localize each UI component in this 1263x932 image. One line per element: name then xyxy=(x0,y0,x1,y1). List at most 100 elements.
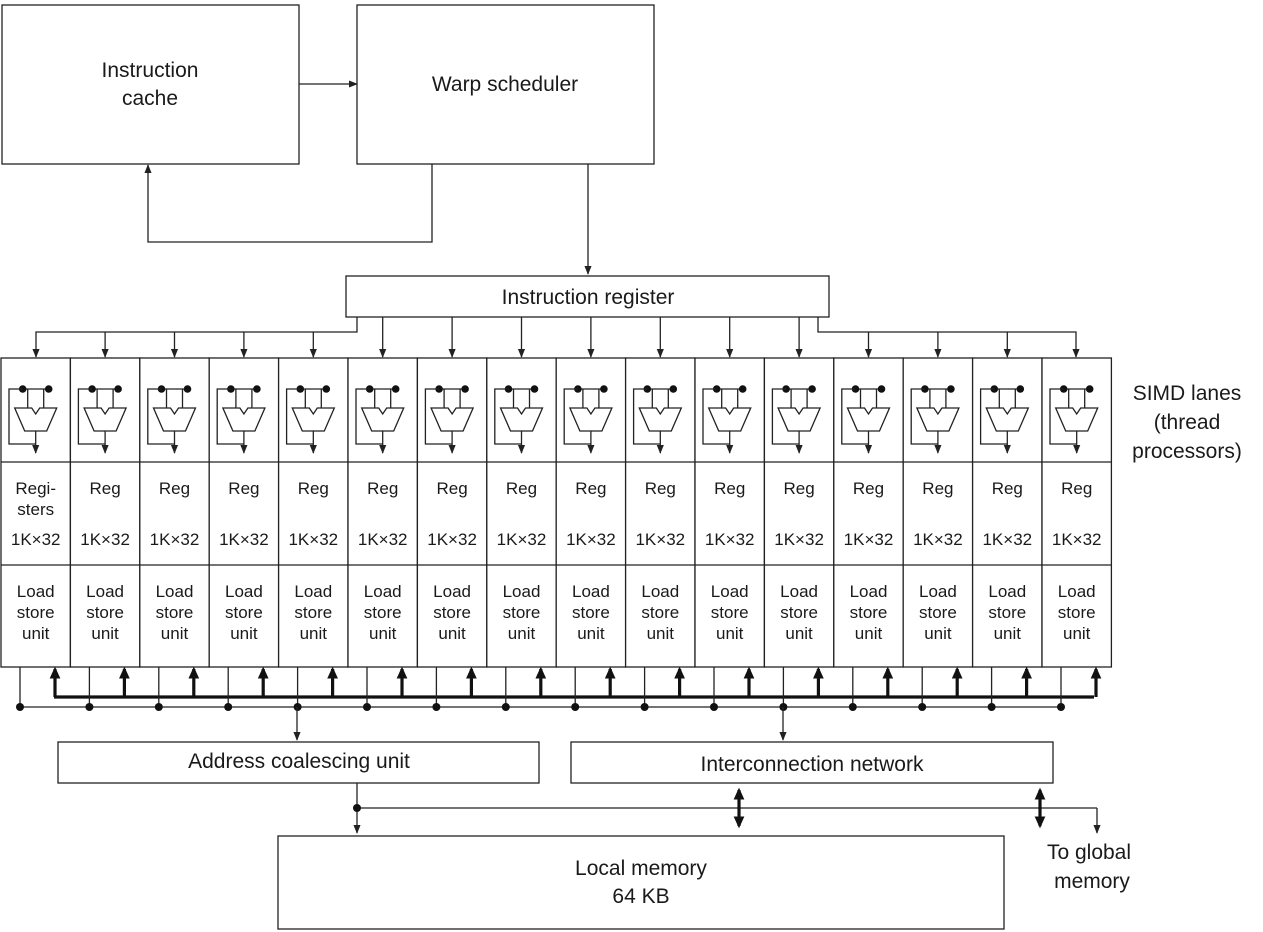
instruction-cache-label-2: cache xyxy=(122,87,178,110)
bus-junction-dot xyxy=(501,703,510,711)
load-store-unit-label: unit xyxy=(300,624,328,643)
register-file-size: 1K×32 xyxy=(11,530,61,549)
load-store-unit-label: Load xyxy=(364,582,402,601)
load-store-unit-label: unit xyxy=(22,624,50,643)
load-store-unit-label: store xyxy=(294,603,332,622)
load-store-unit-label: store xyxy=(433,603,471,622)
alu-icon xyxy=(424,385,475,454)
register-file-size: 1K×32 xyxy=(913,530,963,549)
bus-junction-dot xyxy=(710,703,718,711)
register-file-label: Reg xyxy=(298,479,329,498)
address-coalescing-unit-block: Address coalescing unit xyxy=(57,741,540,784)
register-file-size: 1K×32 xyxy=(844,530,894,549)
alu-icon xyxy=(910,385,960,454)
load-store-unit-label: unit xyxy=(855,624,883,643)
register-file-size: 1K×32 xyxy=(1052,530,1102,549)
load-store-unit-label: Load xyxy=(225,582,263,601)
instruction-cache-block: Instruction cache xyxy=(1,4,300,165)
load-store-unit-label: unit xyxy=(1063,624,1091,643)
register-file-label: Reg xyxy=(992,479,1023,498)
lane-frame xyxy=(277,357,349,668)
simd-lanes-label-3: processors) xyxy=(1132,440,1242,463)
load-store-unit-label: unit xyxy=(924,624,952,643)
lane-frame xyxy=(555,357,627,668)
register-file-label: Reg xyxy=(159,479,190,498)
register-file-size: 1K×32 xyxy=(358,530,408,549)
load-store-unit-label: Load xyxy=(156,582,194,601)
instruction-register-fanout xyxy=(32,317,1080,358)
register-file-label: Reg xyxy=(922,479,953,498)
register-file-size: 1K×32 xyxy=(774,530,824,549)
bus-junction-dot xyxy=(16,703,24,711)
register-file-label: Reg xyxy=(784,479,815,498)
lane-frame xyxy=(347,357,419,668)
load-store-unit-label: unit xyxy=(994,624,1022,643)
register-file-label: Reg xyxy=(645,479,676,498)
lane-frame xyxy=(208,357,280,668)
to-global-memory-label-2: memory xyxy=(1054,870,1130,893)
register-file-size: 1K×32 xyxy=(80,530,130,549)
register-file-label: Reg xyxy=(228,479,259,498)
register-file-size: 1K×32 xyxy=(566,530,616,549)
alu-icon xyxy=(702,385,752,454)
load-store-unit-label: store xyxy=(17,603,55,622)
memory-connections xyxy=(353,783,1101,834)
local-memory-size: 64 KB xyxy=(612,885,669,908)
load-store-unit-label: Load xyxy=(850,582,888,601)
load-store-unit-label: unit xyxy=(716,624,744,643)
bus-junction-dot xyxy=(224,703,233,711)
lane-frame xyxy=(763,357,835,668)
simd-lanes-label-2: (thread xyxy=(1154,411,1221,434)
register-file-size: 1K×32 xyxy=(288,530,338,549)
load-store-unit-label: unit xyxy=(438,624,466,643)
register-file-label: Reg xyxy=(575,479,606,498)
load-store-unit-label: store xyxy=(225,603,263,622)
load-store-unit-label: store xyxy=(780,603,818,622)
register-file-size: 1K×32 xyxy=(150,530,200,549)
load-store-unit-label: store xyxy=(1058,603,1096,622)
bus-junction-dot xyxy=(918,703,927,711)
register-file-size: 1K×32 xyxy=(219,530,269,549)
load-store-unit-label: unit xyxy=(785,624,813,643)
lane-frame xyxy=(624,357,696,668)
register-file-size: 1K×32 xyxy=(497,530,547,549)
load-store-unit-label: store xyxy=(156,603,194,622)
load-store-unit-label: store xyxy=(503,603,541,622)
register-file-label: Reg xyxy=(367,479,398,498)
register-file-label: Regi- xyxy=(15,479,56,498)
alu-icon xyxy=(979,385,1030,454)
load-store-unit-label: Load xyxy=(1058,582,1096,601)
instruction-cache-label-1: Instruction xyxy=(102,59,199,82)
load-store-unit-label: Load xyxy=(86,582,124,601)
alu-icon xyxy=(147,385,197,454)
alu-icon xyxy=(285,385,336,454)
instruction-register-block: Instruction register xyxy=(345,275,830,318)
bus-junction-dot xyxy=(432,703,441,711)
load-store-unit-label: unit xyxy=(647,624,675,643)
lane-frame xyxy=(139,357,210,668)
load-store-unit-label: unit xyxy=(369,624,397,643)
register-file-label: sters xyxy=(17,500,54,519)
bus-junction-dot xyxy=(363,703,371,711)
load-store-unit-label: unit xyxy=(230,624,258,643)
register-file-label: Reg xyxy=(90,479,121,498)
load-store-unit-label: store xyxy=(850,603,888,622)
register-file-label: Reg xyxy=(437,479,468,498)
register-file-size: 1K×32 xyxy=(705,530,755,549)
load-store-unit-label: Load xyxy=(294,582,332,601)
load-store-unit-label: Load xyxy=(919,582,957,601)
load-store-unit-label: store xyxy=(364,603,402,622)
interconnection-network-block: Interconnection network xyxy=(570,741,1054,784)
